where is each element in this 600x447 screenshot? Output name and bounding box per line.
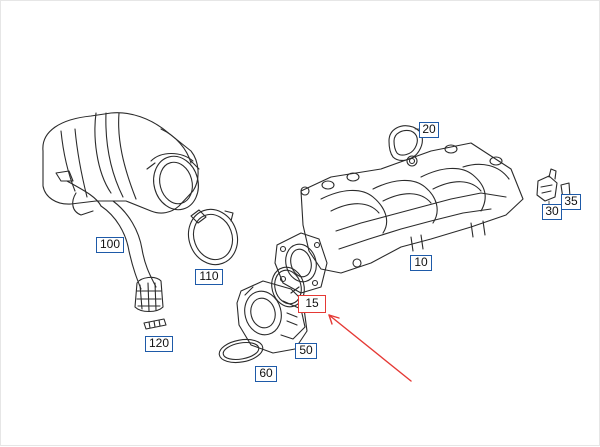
highlight-arrow xyxy=(328,314,412,382)
callout-110[interactable]: 110 xyxy=(195,269,223,285)
intake-hose xyxy=(100,200,164,313)
callout-20[interactable]: 20 xyxy=(419,122,439,138)
seal-ring xyxy=(388,125,423,167)
hose-clamp xyxy=(143,318,167,330)
callout-50[interactable]: 50 xyxy=(295,343,317,359)
callout-15[interactable]: 15 xyxy=(298,295,326,313)
callout-100[interactable]: 100 xyxy=(96,237,124,253)
air-intake-boot xyxy=(42,112,200,216)
intake-manifold xyxy=(300,142,524,274)
throttle-seal xyxy=(218,338,264,364)
callout-35[interactable]: 35 xyxy=(561,194,581,210)
callout-30[interactable]: 30 xyxy=(542,204,562,220)
callout-120[interactable]: 120 xyxy=(145,336,173,352)
clamp-ring xyxy=(187,208,239,266)
callout-60[interactable]: 60 xyxy=(255,366,277,382)
throttle-flange xyxy=(271,232,328,308)
callout-10[interactable]: 10 xyxy=(410,255,432,271)
leader-lines xyxy=(414,128,568,208)
